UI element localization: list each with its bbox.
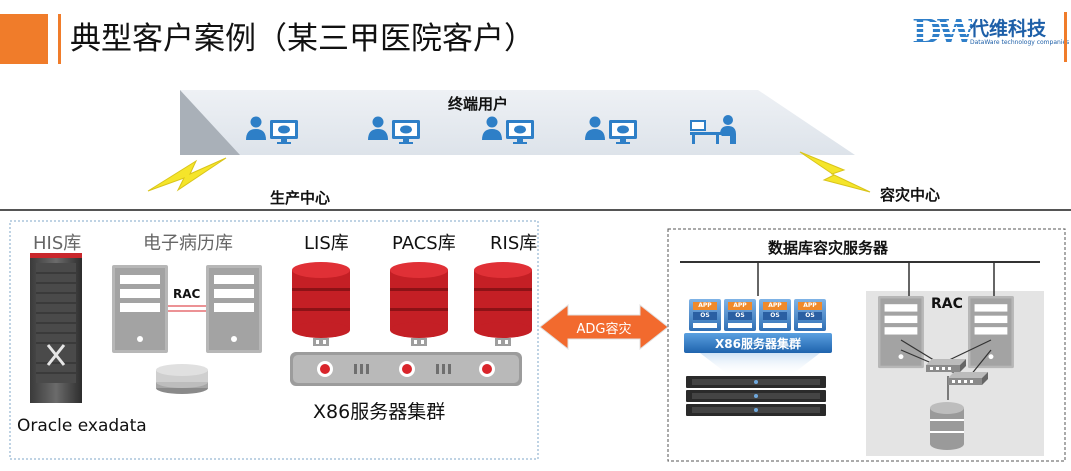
rack-server-2-icon [686,390,826,402]
logo-chinese-name: 代维科技 [970,18,1047,40]
page-title: 典型客户案例（某三甲医院客户） [70,21,535,57]
lightning-right-icon [799,151,871,193]
rack-server-3-icon [686,404,826,416]
rac-link [168,305,206,312]
title-accent-block [0,14,48,64]
lis-db-label: LIS库 [304,233,349,254]
vm-1-os-label: OS [700,312,710,319]
dr-rac-label: RAC [931,296,963,312]
end-users-band-shadow [180,90,240,155]
dr-cluster-bar [684,333,832,353]
dr-frame [667,228,1066,462]
emr-server-2-icon [206,265,262,353]
dr-rac-server-2-icon [968,296,1014,369]
emr-rac-label: RAC [173,287,201,301]
logo-english-name: DataWare technology companies [970,39,1070,46]
exadata-label: Oracle exadata [17,416,147,436]
dr-funnel [700,353,820,376]
vm-4-app-label: APP [803,302,817,309]
nurse-desk-icon [690,115,736,144]
vm-2-app-label: APP [733,302,747,309]
dr-x86-cluster-label: X86服务器集群 [715,337,801,351]
dr-center-label: 容灾中心 [880,186,941,204]
ris-db-icon [474,262,532,346]
dr-db-server-title: 数据库容灾服务器 [768,239,889,257]
vm-3-app-label: APP [768,302,782,309]
production-frame [9,220,539,460]
lightning-left-icon [147,157,227,192]
his-db-label: HIS库 [33,233,82,254]
exadata-rack-icon [30,253,82,403]
dr-switch-2-icon [948,372,988,385]
production-x86-cluster-label: X86服务器集群 [313,401,446,423]
logo-accent-rule [1064,12,1067,62]
emr-server-1-icon [112,265,168,353]
adg-label: ADG容灾 [576,322,632,337]
logo-mark: DW [912,12,976,52]
emr-storage-icon [156,364,208,394]
vm-4-os-label: OS [805,312,815,319]
dr-switch-1-icon [926,359,966,372]
dr-storage-icon [930,402,964,450]
production-center-label: 生产中心 [270,189,331,207]
vm-2-os-label: OS [735,312,745,319]
title-separator [58,14,61,64]
ris-db-label: RIS库 [490,233,538,254]
x86-switch-icon [290,352,522,386]
vm-3-os-label: OS [770,312,780,319]
emr-db-label: 电子病历库 [143,233,233,254]
pacs-db-icon [390,262,448,346]
pacs-db-label: PACS库 [392,233,456,254]
vm-1-app-label: APP [698,302,712,309]
lis-db-icon [292,262,350,346]
rack-server-1-icon [686,376,826,388]
company-logo: DW 代维科技 DataWare technology companies [912,12,1069,52]
end-users-label: 终端用户 [448,95,509,113]
